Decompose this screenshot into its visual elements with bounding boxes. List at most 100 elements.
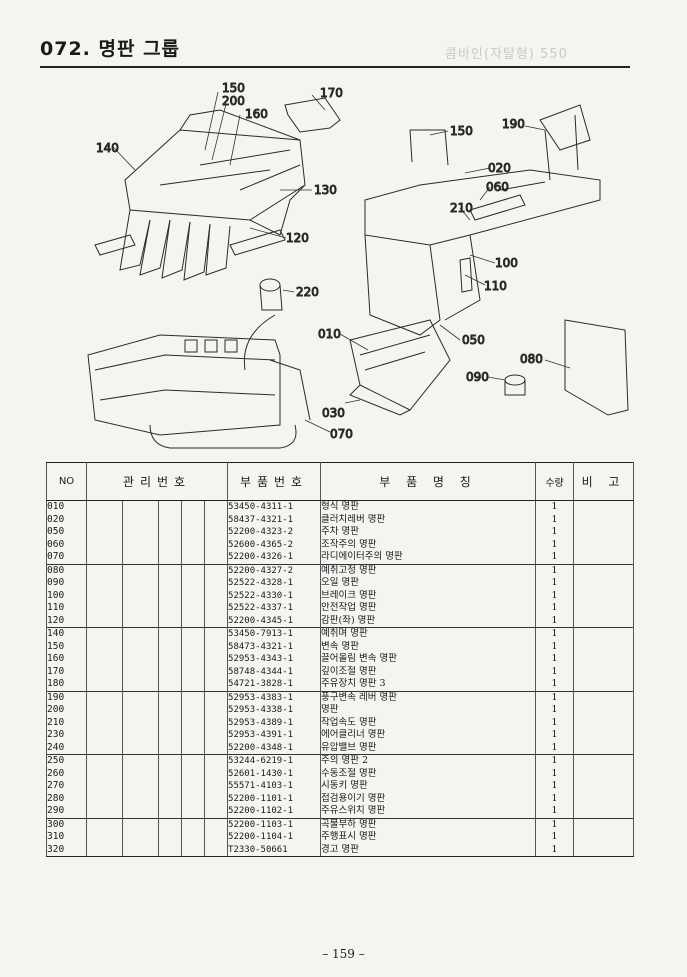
cell-mgmt-no (158, 741, 182, 755)
cell-mgmt-no (158, 767, 182, 780)
callout: 110 (484, 279, 507, 293)
cell-part-no: 52200-1102-1 (227, 805, 322, 818)
cell-mgmt-no (181, 704, 205, 717)
header-part-name: 부 품 명 칭 (320, 462, 537, 501)
cell-mgmt-no (122, 614, 159, 628)
cell-remarks (573, 640, 635, 653)
cell-part-name: 주유스위치 명판 (320, 805, 537, 818)
header-mgmt-no: 관리번호 (85, 462, 229, 501)
cell-qty: 1 (535, 538, 575, 551)
callout: 160 (245, 107, 268, 121)
cell-mgmt-no (203, 805, 229, 818)
cell-qty: 1 (535, 729, 575, 742)
cell-mgmt-no (122, 665, 159, 678)
cell-remarks (573, 831, 635, 844)
plate-170-drawing (284, 97, 341, 133)
cell-no: 190 (46, 690, 87, 704)
cell-mgmt-no (86, 589, 123, 602)
cell-mgmt-no (203, 551, 229, 564)
cell-part-name: 끌어올림 변속 명판 (320, 653, 537, 666)
cell-no: 180 (46, 678, 87, 691)
cell-part-no: 54721-3828-1 (227, 678, 322, 691)
cell-mgmt-no (122, 602, 159, 615)
cell-part-name: 작업속도 명판 (320, 716, 537, 729)
cell-remarks (573, 678, 635, 691)
cell-mgmt-no (122, 500, 159, 514)
cell-mgmt-no (181, 716, 205, 729)
cell-part-name: 안전작업 명판 (320, 602, 537, 615)
title-rule (40, 66, 630, 68)
callout: 060 (486, 180, 509, 194)
cell-no: 280 (46, 792, 87, 805)
cell-qty: 1 (535, 754, 575, 768)
callout: 150 (222, 81, 245, 95)
cell-part-no: 52200-1104-1 (227, 831, 322, 844)
cell-qty: 1 (535, 817, 575, 831)
cell-mgmt-no (181, 780, 205, 793)
cell-mgmt-no (122, 817, 159, 831)
callout: 080 (520, 352, 543, 366)
cell-part-no: 52522-4330-1 (227, 589, 322, 602)
cell-mgmt-no (86, 741, 123, 755)
cell-mgmt-no (158, 653, 182, 666)
cell-mgmt-no (203, 678, 229, 691)
cell-mgmt-no (122, 526, 159, 539)
cell-part-no: T2330-50661 (227, 843, 322, 857)
cell-qty: 1 (535, 741, 575, 755)
cell-part-name: 주차 명판 (320, 526, 537, 539)
callout: 020 (488, 161, 511, 175)
cell-mgmt-no (158, 831, 182, 844)
cell-no: 080 (46, 563, 87, 577)
cell-mgmt-no (86, 704, 123, 717)
cell-mgmt-no (86, 805, 123, 818)
cell-part-no: 53450-4311-1 (227, 500, 322, 514)
cell-remarks (573, 780, 635, 793)
cell-mgmt-no (122, 780, 159, 793)
cell-part-name: 라디에이터주의 명판 (320, 551, 537, 564)
cell-mgmt-no (122, 704, 159, 717)
cell-mgmt-no (181, 627, 205, 641)
cell-mgmt-no (181, 792, 205, 805)
cell-no: 230 (46, 729, 87, 742)
cell-mgmt-no (86, 754, 123, 768)
cell-part-name: 클러치레버 명판 (320, 513, 537, 526)
cell-part-no: 52953-4389-1 (227, 716, 322, 729)
cell-mgmt-no (158, 614, 182, 628)
cell-part-no: 52200-1103-1 (227, 817, 322, 831)
cell-remarks (573, 589, 635, 602)
header-remarks: 비 고 (573, 462, 635, 501)
cell-qty: 1 (535, 678, 575, 691)
cell-part-no: 58473-4321-1 (227, 640, 322, 653)
cell-part-name: 수동조절 명판 (320, 767, 537, 780)
cell-mgmt-no (86, 551, 123, 564)
cell-mgmt-no (203, 653, 229, 666)
callout: 150 (450, 124, 473, 138)
callout: 030 (322, 406, 345, 420)
cell-part-name: 예취고정 명판 (320, 563, 537, 577)
cell-qty: 1 (535, 831, 575, 844)
cell-mgmt-no (181, 690, 205, 704)
cell-part-name: 감판(좌) 명판 (320, 614, 537, 628)
cell-mgmt-no (203, 843, 229, 857)
table-header-row: NO 관리번호 부품번호 부 품 명 칭 수량 비 고 (46, 462, 635, 501)
callout: 090 (466, 370, 489, 384)
cell-mgmt-no (158, 665, 182, 678)
cell-mgmt-no (181, 831, 205, 844)
cell-mgmt-no (122, 843, 159, 857)
cell-mgmt-no (158, 602, 182, 615)
callout: 170 (320, 86, 343, 100)
cell-mgmt-no (86, 831, 123, 844)
callout: 070 (330, 427, 353, 441)
cell-mgmt-no (181, 767, 205, 780)
cell-no: 150 (46, 640, 87, 653)
cell-mgmt-no (86, 500, 123, 514)
cell-mgmt-no (86, 526, 123, 539)
callout: 050 (462, 333, 485, 347)
callout: 130 (314, 183, 337, 197)
